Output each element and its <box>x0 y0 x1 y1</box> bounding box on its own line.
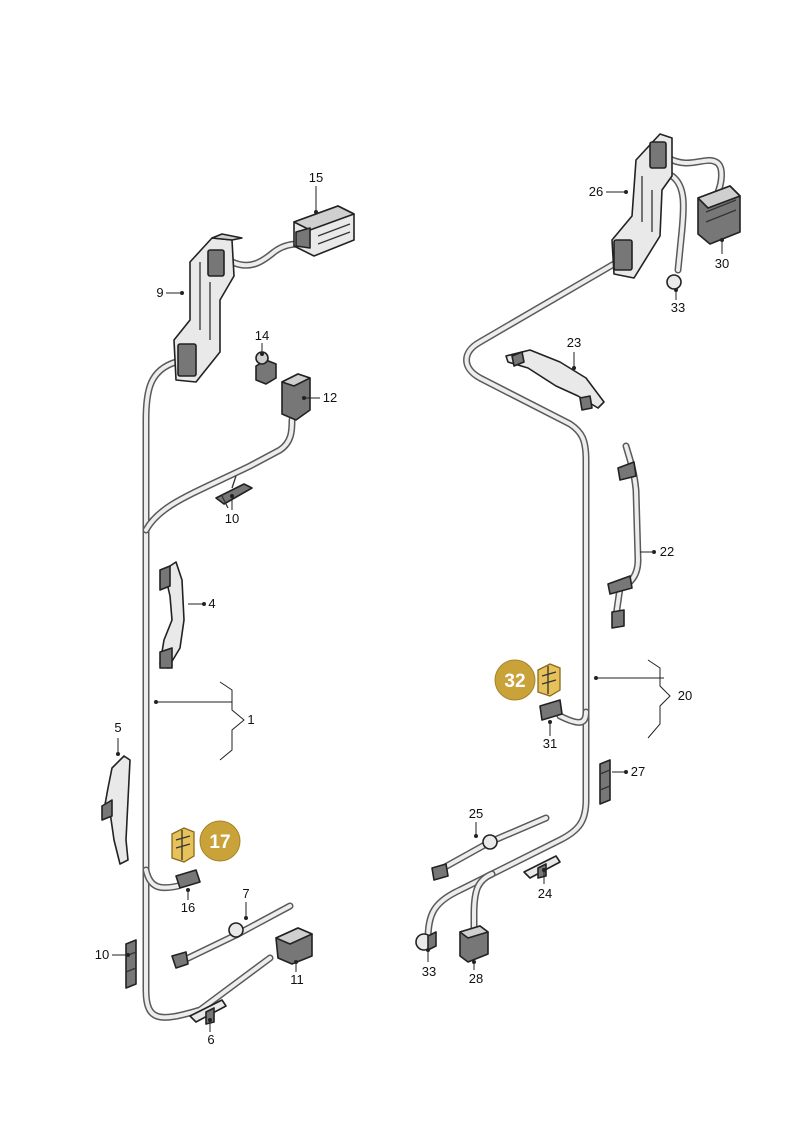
callout-7: 7 <box>242 886 249 901</box>
part-11-connector <box>275 927 313 965</box>
callout-31: 31 <box>543 736 557 751</box>
badge-17-label: 17 <box>209 832 230 853</box>
callout-6: 6 <box>207 1032 214 1047</box>
part-14-clip <box>255 351 277 385</box>
callout-labels: 15 9 14 12 10 4 1 5 16 7 10 11 6 26 30 3… <box>95 170 729 1047</box>
callout-20: 20 <box>678 688 692 703</box>
callout-11: 11 <box>290 972 304 987</box>
part-7-cable-tie <box>171 922 244 969</box>
part-22-pipe <box>607 442 642 629</box>
callout-1: 1 <box>247 712 254 727</box>
callout-4: 4 <box>208 596 215 611</box>
callout-30: 30 <box>715 256 729 271</box>
part-10-holder-upper <box>215 475 253 509</box>
callout-16: 16 <box>181 900 195 915</box>
badge-32-label: 32 <box>504 671 525 692</box>
callout-10-upper: 10 <box>225 511 239 526</box>
callout-33-lower: 33 <box>422 964 436 979</box>
callout-33-upper: 33 <box>671 300 685 315</box>
part-33-plug-upper <box>666 274 682 290</box>
part-5-bracket <box>101 755 131 865</box>
callout-22: 22 <box>660 544 674 559</box>
part-30-connector <box>697 185 741 245</box>
callout-12: 12 <box>323 390 337 405</box>
callout-28: 28 <box>469 971 483 986</box>
callout-23: 23 <box>567 335 581 350</box>
part-25-cable-tie <box>431 834 498 881</box>
part-24-clip <box>523 855 561 879</box>
leader-lines <box>112 186 724 1032</box>
part-10-holder-lower <box>125 939 137 989</box>
part-23-bracket <box>505 349 605 411</box>
callout-24: 24 <box>538 886 552 901</box>
part-4-bracket <box>159 561 185 669</box>
callout-15: 15 <box>309 170 323 185</box>
part-28-connector <box>459 925 489 963</box>
callout-10-lower: 10 <box>95 947 109 962</box>
callout-14: 14 <box>255 328 269 343</box>
callout-9: 9 <box>156 285 163 300</box>
part-16-connector <box>175 869 201 889</box>
part-27-holder <box>599 759 611 805</box>
callout-26: 26 <box>589 184 603 199</box>
callout-25: 25 <box>469 806 483 821</box>
part-9-connector-housing <box>173 233 243 383</box>
badge-32: 32 <box>494 659 536 701</box>
part-17-clip <box>171 827 195 863</box>
part-26-connector-housing <box>611 133 673 279</box>
part-12-connector <box>281 373 311 421</box>
part-33-plug-lower <box>415 931 437 951</box>
part-32-clip <box>537 663 561 697</box>
part-31-connector <box>539 699 563 721</box>
part-15-module <box>293 205 355 257</box>
badge-17: 17 <box>199 820 241 862</box>
callout-5: 5 <box>114 720 121 735</box>
callout-27: 27 <box>631 764 645 779</box>
